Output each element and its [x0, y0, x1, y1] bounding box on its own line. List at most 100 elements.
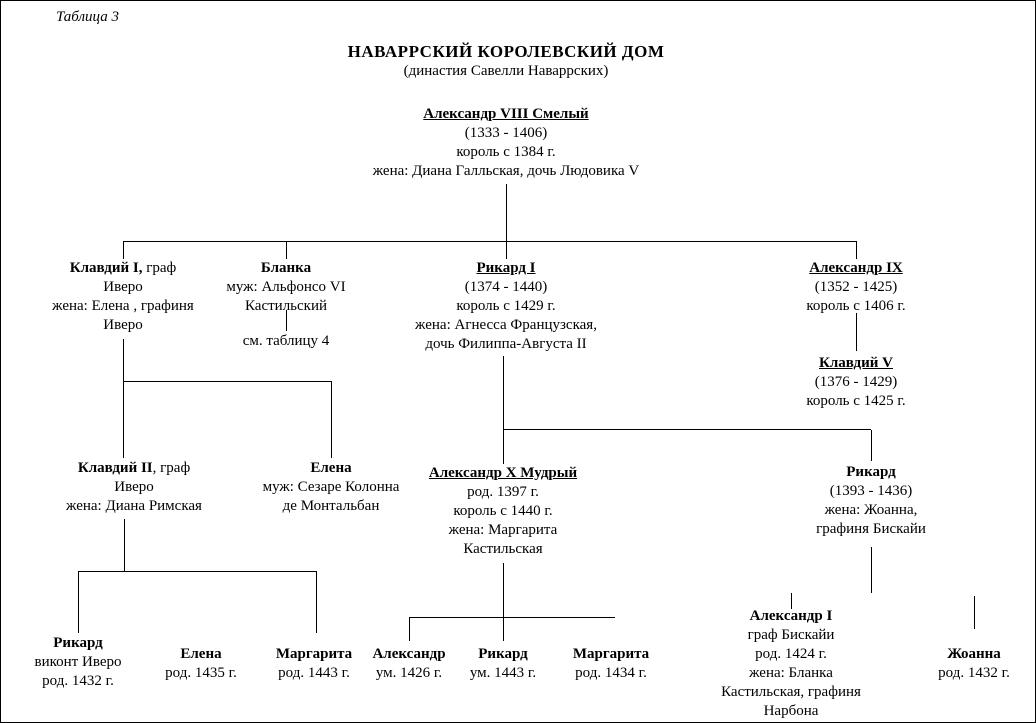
- chart-title: НАВАРРСКИЙ КОРОЛЕВСКИЙ ДОМ: [347, 42, 665, 61]
- node-text-line: граф Бискайи: [747, 627, 835, 643]
- person-node-joanna-1432: Жоанна род. 1432 г.: [938, 645, 1010, 683]
- node-text-line: род. 1397 г.: [467, 484, 539, 500]
- node-text-line: король с 1425 г.: [806, 393, 906, 409]
- connector-line-stub-ricard-1393: [871, 430, 872, 461]
- node-text-line: род. 1432 г.: [42, 673, 114, 689]
- node-text-line: жена: Жоанна,: [824, 502, 918, 518]
- node-text-line: Александр I: [749, 608, 833, 624]
- person-node-ricard-um-1443: Рикард ум. 1443 г.: [470, 645, 536, 683]
- node-text-line: Иверо: [103, 279, 143, 295]
- connector-line-gen1-rail: [123, 241, 857, 242]
- node-text-line: Елена: [180, 646, 222, 662]
- connector-line-claudiusi-drop: [123, 339, 124, 381]
- node-text-line: Жоанна: [947, 646, 1001, 662]
- node-text-line: Иверо: [114, 479, 154, 495]
- person-node-ricard-i: Рикард I(1374 - 1440)король с 1429 г.жен…: [415, 259, 597, 354]
- node-text-line: род. 1434 г.: [575, 665, 647, 681]
- connector-line-stub-ricard-1443: [503, 618, 504, 641]
- node-text-line: жена: Бланка: [749, 665, 833, 681]
- node-text-line: Рикард: [478, 646, 528, 662]
- node-text-line: жена: Диана Галльская, дочь Людовика V: [372, 163, 640, 179]
- node-text-line: жена: Маргарита: [448, 522, 558, 538]
- person-node-alexander-i-graf-biscay: Александр I граф Бискайи род. 1424 г. жена:…: [721, 607, 861, 721]
- node-text-line: Бланка: [260, 260, 312, 276]
- connector-line-stub-blanca: [286, 242, 287, 259]
- node-text-line: Рикард: [846, 464, 896, 480]
- person-node-alexander-ix: Александр IX (1352 - 1425) король с 1406 г…: [806, 259, 905, 316]
- person-node-elena-1435: Елена род. 1435 г.: [165, 645, 237, 683]
- connector-line-stub-claudius-ii: [123, 382, 124, 458]
- node-text-line: король с 1429 г.: [456, 298, 556, 314]
- node-text-line: (1333 - 1406): [464, 125, 548, 141]
- node-text-line: дочь Филиппа-Августа II: [425, 336, 587, 352]
- node-text-line: Елена: [310, 460, 352, 476]
- person-node-blanca: Бланка муж: Альфонсо VI Кастильский: [226, 259, 345, 316]
- node-text-line: (1393 - 1436): [829, 483, 913, 499]
- connector-line-claudiusi-rail: [123, 381, 332, 382]
- node-text-line: Маргарита: [572, 646, 650, 662]
- person-node-ricard-1393: Рикард (1393 - 1436) жена: Жоанна, графиня …: [816, 463, 926, 539]
- node-text-line: Александр IX: [809, 260, 903, 276]
- node-text-line: жена: Елена , графиня: [52, 298, 194, 314]
- person-node-elena-wife-cesare: Елена муж: Сезаре Колонна де Монтальбан: [263, 459, 400, 516]
- node-text-line: жена: Диана Римская: [66, 498, 202, 514]
- connector-line-claudiusii-rail: [78, 571, 317, 572]
- connector-line-stub-alexander-ix: [856, 242, 857, 259]
- connector-line-stub-margarita-1443: [316, 572, 317, 633]
- connector-line-claudiusii-drop: [124, 519, 125, 571]
- node-text-line: Александр X Мудрый: [428, 465, 578, 481]
- node-text-line: Кастильский: [244, 298, 328, 314]
- node-text-line: Рикард: [53, 635, 103, 651]
- connector-line-stub-alexander-1426: [409, 618, 410, 641]
- person-node-margarita-1434: Маргарита род. 1434 г.: [573, 645, 649, 683]
- node-text-line: Кастильская: [463, 541, 543, 557]
- person-node-ricard-viscount-ivero: Рикард виконт Иверо род. 1432 г.: [35, 634, 122, 691]
- connector-line-alexix-to-claudiusv: [856, 313, 857, 351]
- connector-line-stub-ricard-viscount: [78, 572, 79, 633]
- connector-line-blanca-to-table4: [286, 310, 287, 331]
- person-node-claudius-v: Клавдий V (1376 - 1429) король с 1425 г.: [806, 354, 905, 411]
- node-text-line: Клавдий V: [819, 355, 893, 371]
- node-text-line: Нарбона: [763, 703, 819, 719]
- node-text-line: (1376 - 1429): [814, 374, 898, 390]
- node-text-line: Александр: [372, 646, 446, 662]
- node-text-line: король с 1406 г.: [806, 298, 906, 314]
- person-node-alexander-viii-smely: Александр VIII Смелый (1333 - 1406) король…: [373, 105, 640, 181]
- node-text-line: Александр VIII Смелый: [423, 106, 589, 122]
- node-text-line: Кастильская, графиня: [721, 684, 861, 700]
- node-text-line: ум. 1443 г.: [469, 665, 537, 681]
- node-text-line: род. 1432 г.: [938, 665, 1010, 681]
- node-text-line: муж: Сезаре Колонна: [262, 479, 400, 495]
- connector-line-ricard1393-drop: [871, 547, 872, 593]
- connector-line-root-drop: [506, 184, 507, 241]
- connector-line-stub-claudius-i: [123, 242, 124, 259]
- node-text-line: Клавдий I, граф: [69, 260, 177, 276]
- node-text-line: род. 1424 г.: [755, 646, 827, 662]
- node-text-line: см. таблицу 4: [242, 333, 330, 349]
- connector-line-stub-joanna: [974, 596, 975, 629]
- node-text-line: род. 1443 г.: [278, 665, 350, 681]
- connector-line-stub-elena-wife: [331, 382, 332, 458]
- node-text-line: виконт Иверо: [34, 654, 122, 670]
- node-text-line: Маргарита: [275, 646, 353, 662]
- node-text-line: король с 1384 г.: [456, 144, 556, 160]
- node-text-line: (1352 - 1425): [814, 279, 898, 295]
- node-text-line: Рикард I: [476, 260, 536, 276]
- connector-line-alexanderx-drop: [503, 563, 504, 617]
- node-text-line: муж: Альфонсо VI: [226, 279, 346, 295]
- connector-line-alexanderx-rail: [409, 617, 615, 618]
- node-text-line: (1374 - 1440): [464, 279, 548, 295]
- person-node-margarita-1443: Маргарита род. 1443 г.: [276, 645, 352, 683]
- table-number-label: Таблица 3: [56, 9, 119, 25]
- node-text-line: Клавдий II, граф: [77, 460, 191, 476]
- chart-subtitle: (династия Савелли Наваррских): [403, 63, 609, 79]
- node-text-line: графиня Бискайи: [816, 521, 926, 537]
- node-text-line: род. 1435 г.: [165, 665, 237, 681]
- node-text-line: де Монтальбан: [282, 498, 380, 514]
- connector-line-stub-alexander-i: [791, 593, 792, 609]
